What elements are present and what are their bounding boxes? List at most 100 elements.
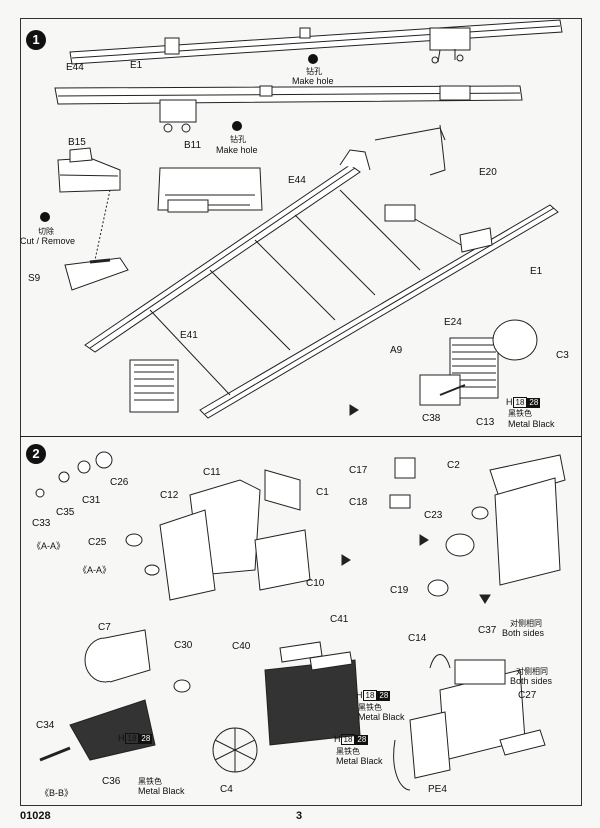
- label-c31: C31: [82, 495, 101, 506]
- section-bb-label: 《B-B》: [40, 788, 74, 798]
- label-e41: E41: [180, 330, 198, 341]
- label-e44: E44: [288, 175, 306, 186]
- label-c38: C38: [422, 413, 441, 424]
- make-hole-cn: 钻孔: [230, 135, 246, 144]
- label-c2: C2: [447, 460, 460, 471]
- paint-code: 18: [362, 690, 378, 701]
- paint-code: 18: [340, 734, 356, 745]
- paint-name-en: Metal Black: [508, 419, 555, 429]
- cab-floor-assembly: [125, 469, 311, 601]
- section-aa-label: 《A-A》: [32, 541, 66, 551]
- paint-name-en: Metal Black: [138, 786, 185, 796]
- part-c3-grille: [419, 319, 538, 406]
- frame-rail-bottom: [54, 85, 523, 133]
- cut-remove-cn: 切除: [38, 227, 54, 236]
- label-e24: E24: [444, 317, 462, 328]
- label-c25: C25: [88, 537, 107, 548]
- paint-number: 28: [139, 734, 153, 744]
- both-sides-en: Both sides: [510, 676, 553, 686]
- small-fasteners: [35, 451, 113, 498]
- label-c36: C36: [102, 776, 121, 787]
- part-s9: [64, 257, 129, 291]
- label-c37: C37: [478, 625, 497, 636]
- label-c19: C19: [390, 585, 409, 596]
- paint-number: 28: [377, 691, 391, 701]
- label-e44: E44: [66, 62, 84, 73]
- direction-arrow-3: [419, 534, 429, 546]
- drill-icon: [308, 54, 318, 64]
- label-c17: C17: [349, 465, 368, 476]
- label-c10: C10: [306, 578, 325, 589]
- paint-number: 28: [527, 398, 541, 408]
- frame-rail-top: [69, 19, 563, 65]
- radiator-assembly: [393, 654, 546, 791]
- label-e1: E1: [530, 266, 543, 277]
- label-c30: C30: [174, 640, 193, 651]
- page-number: 3: [296, 810, 303, 822]
- transmission-assembly: [39, 629, 191, 762]
- paint-prefix: H: [506, 397, 513, 407]
- make-hole-cn: 钻孔: [306, 67, 322, 76]
- label-b11: B11: [184, 140, 202, 151]
- paint-number: 28: [355, 735, 369, 745]
- label-c18: C18: [349, 497, 368, 508]
- paint-name-cn: 黑铁色: [508, 409, 532, 418]
- label-a9: A9: [390, 345, 403, 356]
- label-c14: C14: [408, 633, 427, 644]
- chassis-ladder: [84, 124, 559, 419]
- cab-roof-assembly: [389, 454, 566, 597]
- label-pe4: PE4: [428, 784, 447, 795]
- paint-prefix: H: [356, 690, 363, 700]
- paint-prefix: H: [334, 734, 341, 744]
- both-sides-en: Both sides: [502, 628, 545, 638]
- paint-name-cn: 黑铁色: [336, 747, 360, 756]
- paint-name-cn: 黑铁色: [358, 703, 382, 712]
- paint-name-cn: 黑铁色: [138, 777, 162, 786]
- label-c13: C13: [476, 417, 495, 428]
- part-b15: [57, 147, 121, 261]
- label-c33: C33: [32, 518, 51, 529]
- label-c41: C41: [330, 614, 349, 625]
- both-sides-cn: 对侧相同: [510, 619, 542, 628]
- label-c3: C3: [556, 350, 569, 361]
- label-c26: C26: [110, 477, 129, 488]
- direction-arrow-4: [479, 594, 491, 604]
- label-c40: C40: [232, 641, 251, 652]
- step-number-2: 2: [26, 444, 46, 464]
- part-b11: [157, 167, 263, 213]
- label-c7: C7: [98, 622, 111, 633]
- label-e20: E20: [479, 167, 497, 178]
- label-c12: C12: [160, 490, 179, 501]
- paint-name-en: Metal Black: [358, 712, 405, 722]
- label-e1: E1: [130, 60, 143, 71]
- paint-prefix: H: [118, 733, 125, 743]
- label-c34: C34: [36, 720, 55, 731]
- both-sides-cn: 对侧相同: [516, 667, 548, 676]
- page-frame: [20, 18, 582, 806]
- paint-code: 18: [512, 397, 528, 408]
- label-s9: S9: [28, 273, 41, 284]
- make-hole-en: Make hole: [216, 145, 258, 155]
- step-divider: [20, 436, 582, 437]
- drill-icon: [232, 121, 242, 131]
- label-c27: C27: [518, 690, 537, 701]
- step-number-1: 1: [26, 30, 46, 50]
- direction-arrow-2: [341, 554, 351, 566]
- label-c4: C4: [220, 784, 233, 795]
- label-b15: B15: [68, 137, 86, 148]
- label-c23: C23: [424, 510, 443, 521]
- label-c1: C1: [316, 487, 329, 498]
- section-aa-label: 《A-A》: [78, 565, 112, 575]
- label-c35: C35: [56, 507, 75, 518]
- cut-remove-en: Cut / Remove: [20, 236, 76, 246]
- cut-icon: [40, 212, 50, 222]
- direction-arrow-1: [349, 404, 359, 416]
- paint-code: 18: [124, 733, 140, 744]
- make-hole-en: Make hole: [292, 76, 334, 86]
